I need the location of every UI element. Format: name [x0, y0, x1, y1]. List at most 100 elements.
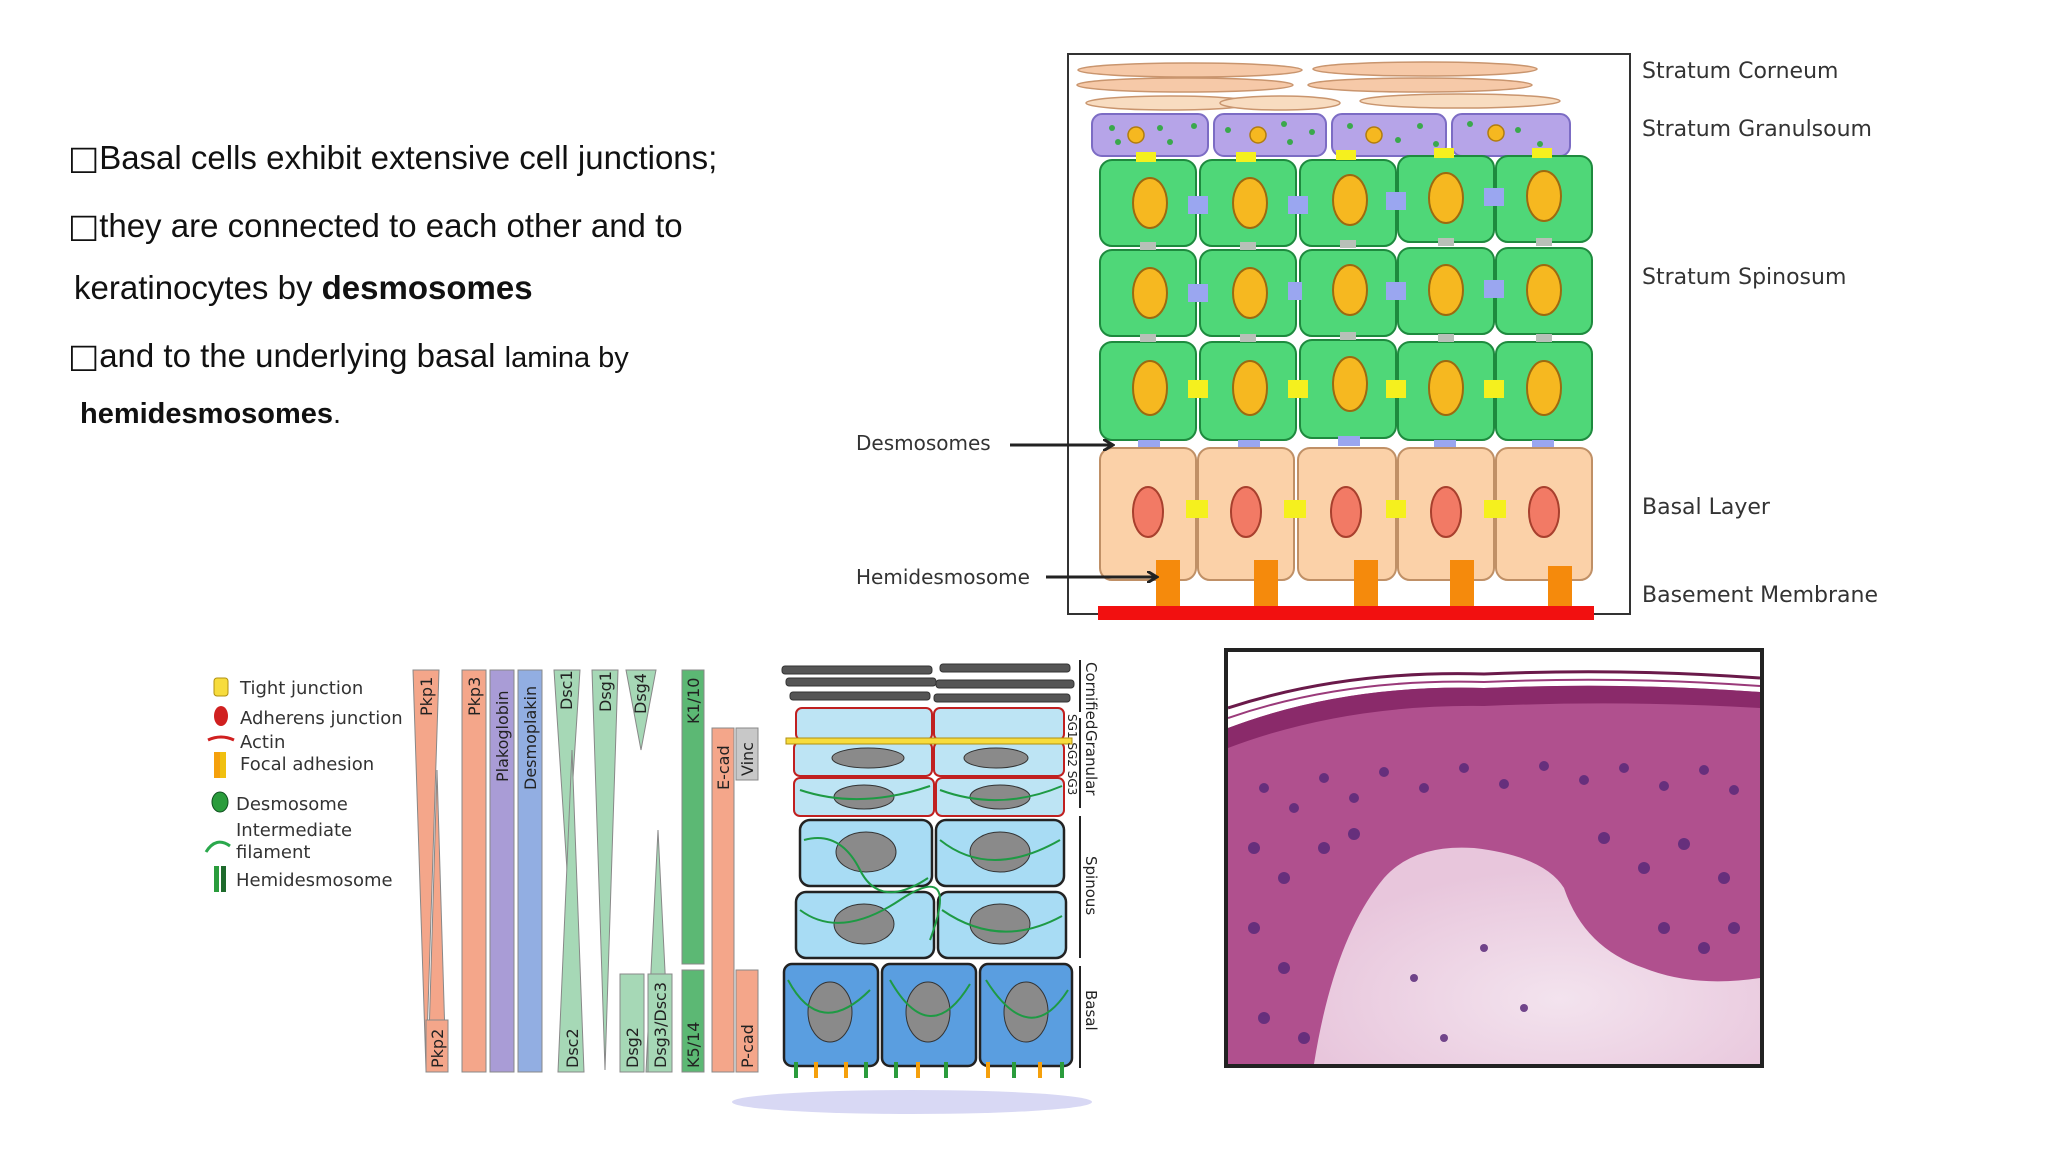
basal-cells: [782, 962, 1074, 1068]
granular-nucleus: [1127, 126, 1145, 144]
layer-label-corneum: Stratum Corneum: [1642, 59, 1838, 84]
focal-adhesion-swatch: [214, 752, 220, 778]
bullet-1: □Basal cells exhibit extensive cell junc…: [68, 138, 717, 178]
bar-plakoglobin: [489, 669, 515, 1073]
corneum-flake: [1219, 95, 1341, 111]
basement-membrane-bar: [1098, 606, 1594, 620]
tight-junction-swatch: [213, 677, 229, 697]
basal-attachments: [794, 1062, 1064, 1078]
intermediate-filaments: [787, 785, 1069, 1019]
tight-junction-line: [785, 737, 1073, 745]
bar-dsg1: [591, 669, 619, 1071]
label-pkp3: Pkp3: [465, 677, 484, 716]
hemidesmosome-label: Hemidesmosome: [856, 565, 1030, 589]
label-granular: Granular: [1082, 730, 1100, 796]
bar-dsc1: [553, 669, 581, 871]
actin-swatch: [207, 735, 235, 742]
legend: Tight junction Adherens junction Actin F…: [204, 677, 403, 892]
granular-cell: [1451, 113, 1571, 157]
legend-adherens-junction: Adherens junction: [240, 708, 403, 729]
corneum-flake: [1076, 77, 1294, 93]
granular-cell: [1331, 113, 1447, 157]
granular-nucleus: [1365, 126, 1383, 144]
spinous-cells: [794, 818, 1068, 960]
hemidesmosome-markers: [1156, 560, 1572, 608]
expression-bars: Pkp1 Pkp2 Pkp3 Plakoglobin Desmoplakin D…: [412, 669, 759, 1073]
bullet-text: they are connected to each other and to: [99, 207, 683, 244]
bullet-text: keratinocytes by: [74, 269, 322, 306]
bar-pkp1: [412, 669, 440, 1071]
label-e-cad: E-cad: [714, 745, 733, 790]
granular-cells: [785, 707, 1073, 817]
bar-dsg4: [625, 669, 657, 751]
bullet-2: □they are connected to each other and to: [68, 206, 683, 246]
corneum-flake: [1359, 93, 1561, 109]
label-pkp1: Pkp1: [417, 677, 436, 716]
bullet-box: □: [68, 138, 100, 177]
corneum-flake: [1307, 77, 1533, 93]
bar-vinc: [735, 727, 759, 781]
bullet-box: □: [68, 336, 100, 375]
label-basal: Basal: [1082, 990, 1100, 1031]
label-spinous: Spinous: [1082, 856, 1100, 915]
bar-k5-14: [681, 969, 705, 1073]
epidermis-diagram: Desmosomes Hemidesmosome Stratum Corneum…: [856, 53, 1878, 620]
label-dsc1: Dsc1: [557, 670, 576, 710]
layer-label-spinosum: Stratum Spinosum: [1642, 265, 1846, 290]
label-plakoglobin: Plakoglobin: [493, 690, 512, 782]
granular-nucleus: [1487, 124, 1505, 142]
bar-p-cad: [735, 969, 759, 1073]
basal-layer: [1099, 447, 1593, 581]
label-sg-sublayers: SG1 SG2 SG3: [1065, 714, 1079, 795]
layer-label-basement-membrane: Basement Membrane: [1642, 583, 1878, 608]
spinosum-row-2: [1099, 247, 1593, 337]
histology-micrograph: [1224, 648, 1764, 1068]
legend-intermediate: Intermediate: [236, 820, 352, 841]
bar-k1-10: [681, 669, 705, 965]
legend-tight-junction: Tight junction: [239, 678, 363, 699]
label-k5-14: K5/14: [684, 1022, 703, 1068]
label-dsg4: Dsg4: [631, 673, 650, 714]
bold-term-hemidesmosomes: hemidesmosomes: [80, 398, 334, 430]
bullet-3: □and to the underlying basal lamina by: [68, 336, 629, 378]
granular-cell: [1091, 113, 1209, 157]
bar-e-cad: [711, 727, 735, 1073]
bold-term-desmosomes: desmosomes: [321, 269, 533, 306]
layer-label-granulosum: Stratum Granulsoum: [1642, 117, 1872, 142]
legend-desmosome: Desmosome: [236, 794, 348, 815]
label-p-cad: P-cad: [738, 1024, 757, 1068]
cell-cartoon: Cornified Granular SG1 SG2 SG3 Spinous B…: [732, 660, 1100, 1114]
cornified-layer: [781, 663, 1075, 703]
bullet-3-continuation: hemidesmosomes.: [80, 394, 341, 434]
granular-cell: [1213, 113, 1327, 157]
bullet-text: Basal cells exhibit extensive cell junct…: [99, 139, 718, 176]
label-vinc: Vinc: [738, 742, 757, 776]
bullet-small-text: lamina by: [504, 342, 629, 374]
layer-label-basal: Basal Layer: [1642, 495, 1771, 520]
hemidesmosome-swatch: [214, 866, 219, 892]
bullet-text: and to the underlying basal: [99, 337, 505, 374]
bar-desmoplakin: [517, 669, 543, 1073]
period: .: [333, 398, 342, 430]
desmosomes-label: Desmosomes: [856, 431, 991, 455]
granular-layer: [1091, 113, 1571, 157]
spinosum-row-3: [1099, 339, 1593, 441]
tight-junction-markers: [1136, 148, 1552, 398]
desmosome-swatch: [211, 791, 229, 813]
desmosome-markers: [1138, 188, 1554, 450]
legend-focal-adhesion: Focal adhesion: [240, 754, 374, 775]
label-dsc2: Dsc2: [563, 1028, 582, 1068]
spinosum-layer: [1099, 148, 1593, 450]
bullet-box: □: [68, 206, 100, 245]
adherens-junction-swatch: [214, 706, 228, 726]
granular-nucleus: [1249, 126, 1267, 144]
label-dsg2: Dsg2: [623, 1027, 642, 1068]
bar-dsg2: [619, 973, 645, 1073]
label-dsg1: Dsg1: [596, 671, 615, 712]
corneum-flake: [1077, 62, 1303, 78]
bar-dsc2: [557, 749, 585, 1073]
legend-filament: filament: [236, 842, 310, 863]
label-desmoplakin: Desmoplakin: [521, 686, 540, 790]
label-k1-10: K1/10: [684, 678, 703, 724]
bullet-2-continuation: keratinocytes by desmosomes: [74, 268, 533, 308]
